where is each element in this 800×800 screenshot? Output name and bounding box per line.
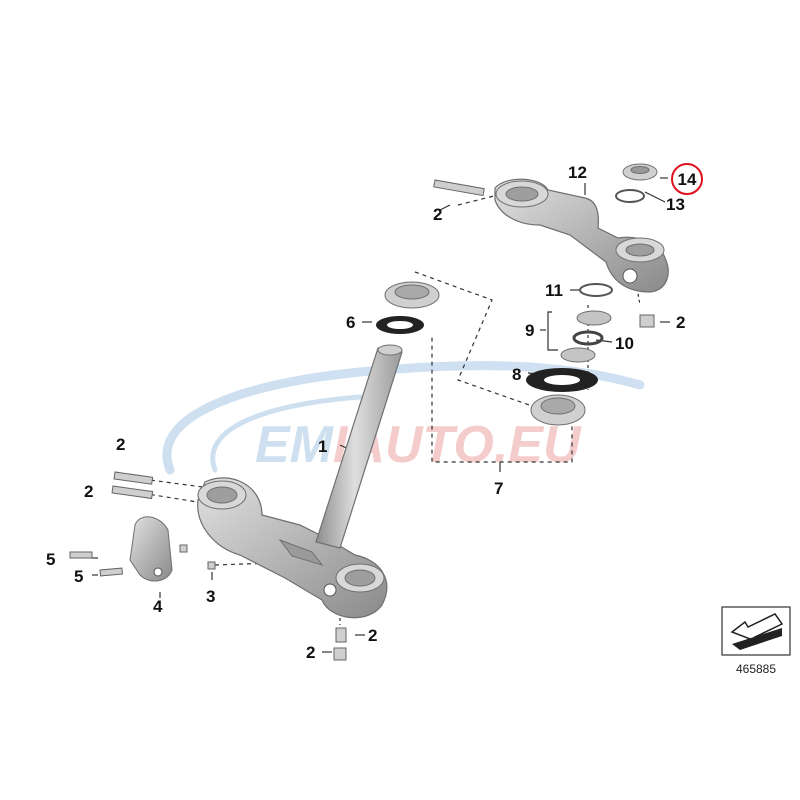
callout-11: 11 [545, 281, 563, 300]
callout-labels: 1 2 2 2 2 2 2 3 4 5 5 6 7 8 9 10 11 12 1… [46, 163, 685, 662]
reference-number: 465885 [736, 662, 776, 676]
bolts [69, 179, 655, 661]
callout-2-left-upper: 2 [116, 435, 125, 454]
lower-bearing [526, 368, 598, 426]
callout-14-highlighted[interactable]: 14 [671, 163, 703, 195]
callout-12: 12 [568, 163, 587, 182]
bracket [129, 516, 173, 582]
nut-and-washer [615, 163, 658, 203]
callout-13: 13 [666, 195, 685, 214]
watermark-text-em: EM [255, 416, 335, 474]
callout-4: 4 [153, 597, 163, 616]
callout-6: 6 [346, 313, 355, 332]
callout-5-lower: 5 [74, 567, 83, 586]
upper-fork-bridge [494, 178, 669, 293]
orientation-arrow-icon [730, 613, 784, 650]
lower-fork-bridge [197, 477, 388, 619]
callout-7: 7 [494, 479, 503, 498]
steering-stem [315, 344, 403, 549]
svg-text:EMIAUTO.EU: EMIAUTO.EU [255, 416, 582, 474]
reference-box: 465885 [721, 606, 791, 676]
callout-8: 8 [512, 365, 521, 384]
callout-2-bottom-left: 2 [306, 643, 315, 662]
callout-3: 3 [206, 587, 215, 606]
callout-2-top-bolt: 2 [433, 205, 442, 224]
callout-9: 9 [525, 321, 534, 340]
seal-stack [560, 283, 613, 363]
callout-2-bottom-right: 2 [368, 626, 377, 645]
callout-14: 14 [678, 170, 697, 189]
callout-2-left-lower: 2 [84, 482, 93, 501]
callout-5-upper: 5 [46, 550, 55, 569]
callout-1: 1 [318, 437, 327, 456]
upper-bearing [376, 281, 440, 334]
callout-10: 10 [615, 334, 634, 353]
callout-2-right: 2 [676, 313, 685, 332]
